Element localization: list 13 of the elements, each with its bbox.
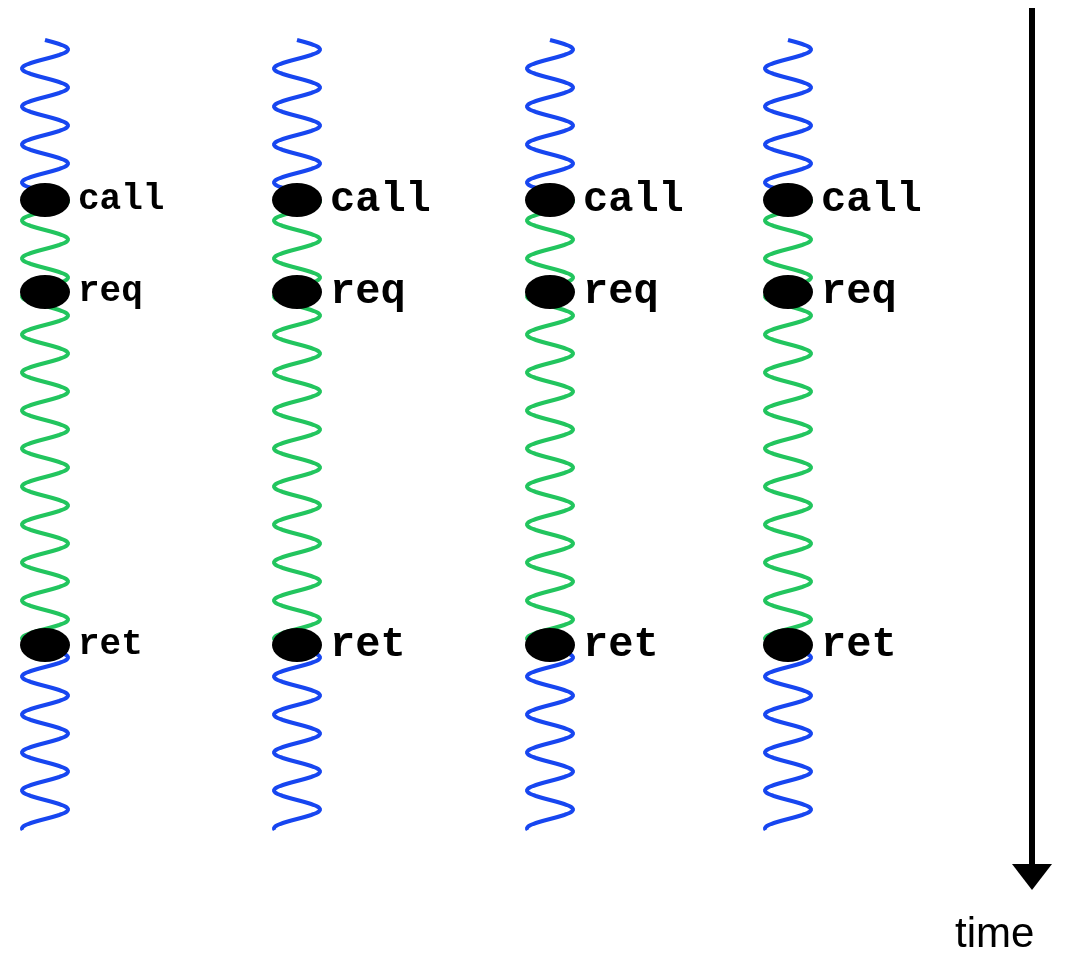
event-label: req (821, 268, 897, 316)
event-label: ret (78, 623, 143, 667)
event-label: req (583, 268, 659, 316)
event-label: ret (583, 621, 659, 669)
event-label: ret (330, 621, 406, 669)
event-label: call (330, 176, 431, 224)
event-label: ret (821, 621, 897, 669)
axis-label: time (955, 908, 1035, 957)
event-label: req (330, 268, 406, 316)
event-label: req (78, 270, 143, 314)
event-label: call (583, 176, 684, 224)
event-label: call (821, 176, 922, 224)
event-label: call (78, 178, 165, 222)
